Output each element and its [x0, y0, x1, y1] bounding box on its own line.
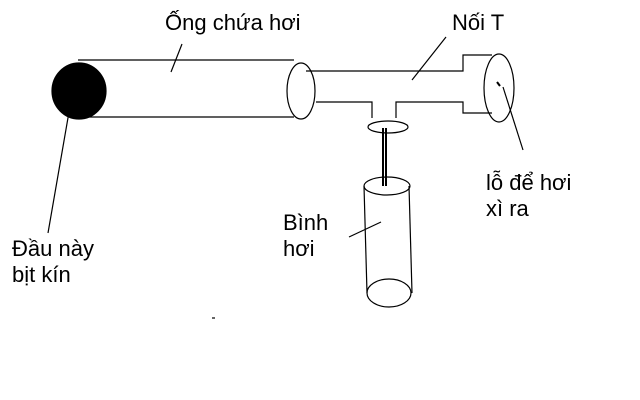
label-vent-hole-line1: lỗ để hơi [486, 170, 572, 195]
pointer-bottle [348, 221, 382, 238]
vapor-bottle [363, 176, 413, 308]
label-vapor-bottle-line2: hơi [283, 236, 315, 261]
label-tube: Ống chứa hơi [165, 10, 301, 35]
label-sealed-end-line1: Đầu này [12, 236, 94, 261]
pointer-vent-hole [502, 86, 524, 151]
label-vapor-bottle: Bình hơi [283, 210, 328, 262]
pointer-t-joint [411, 36, 447, 81]
pointer-sealed-end [47, 111, 70, 234]
t-joint [306, 53, 515, 123]
connecting-stem [382, 128, 387, 186]
vapor-tube [78, 59, 316, 120]
label-t-joint: Nối T [452, 10, 505, 35]
vent-hole [496, 81, 501, 87]
t-joint-bottom-outlet [367, 120, 409, 134]
sealed-end-cap [51, 62, 107, 120]
label-vent-hole-line2: xì ra [486, 196, 529, 221]
label-sealed-end-line2: bịt kín [12, 262, 71, 287]
label-vent-hole: lỗ để hơi xì ra [486, 170, 571, 222]
pointer-tube [170, 43, 183, 73]
label-sealed-end: Đầu này bịt kín [12, 236, 94, 288]
label-vapor-bottle-line1: Bình [283, 210, 329, 235]
